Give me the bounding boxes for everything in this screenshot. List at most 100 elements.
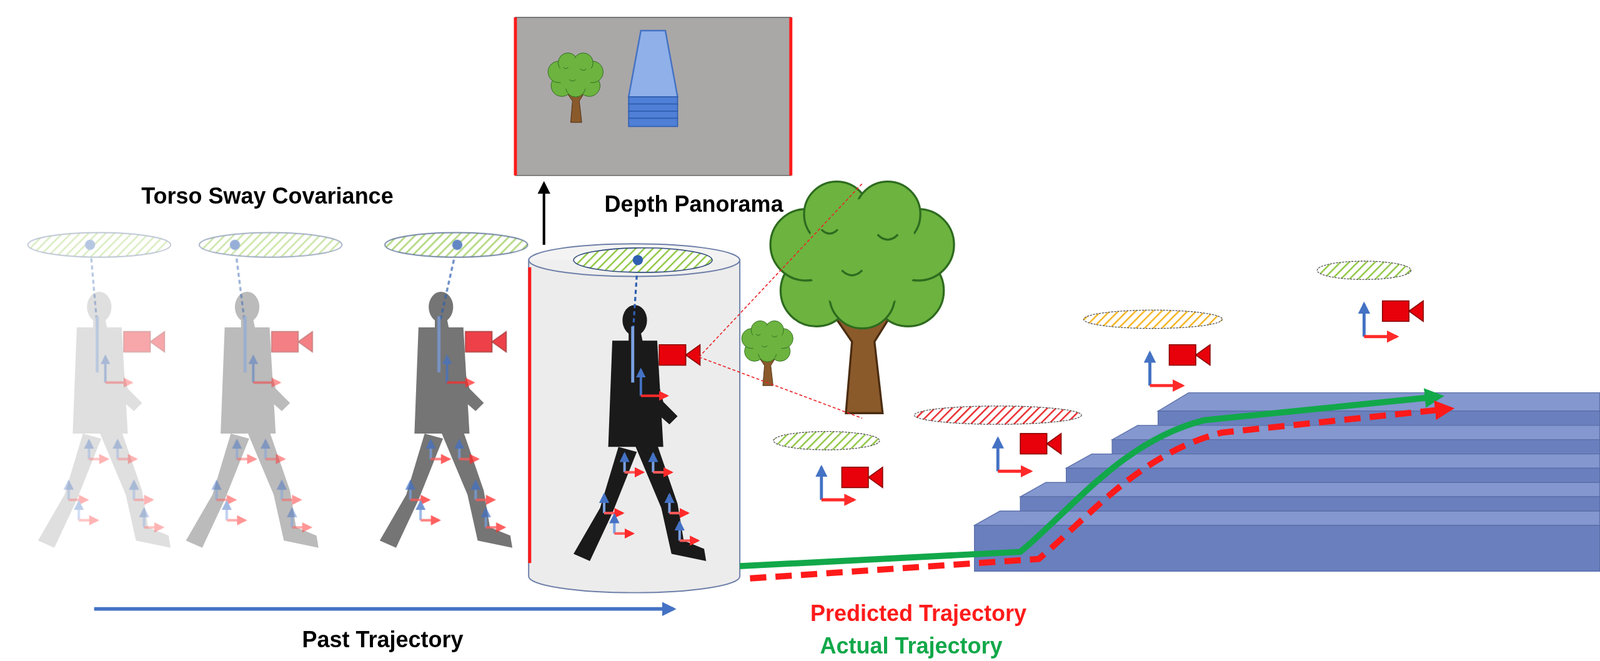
axis-label: Past Trajectory xyxy=(301,627,463,653)
big-tree xyxy=(770,181,955,414)
section-title: Torso Sway Covariance xyxy=(141,183,394,209)
use-shape xyxy=(465,331,507,353)
use-shape xyxy=(38,291,171,548)
line-shape xyxy=(243,316,247,373)
ellipse-shape xyxy=(1083,309,1223,328)
cylinder xyxy=(528,243,740,593)
use-shape xyxy=(659,344,700,366)
use-shape xyxy=(997,438,1031,472)
use-shape xyxy=(68,481,87,500)
circle-shape xyxy=(229,239,240,250)
use-shape xyxy=(123,331,165,353)
use-shape xyxy=(281,481,300,500)
use-shape xyxy=(486,509,505,528)
use-shape xyxy=(821,467,855,500)
use-shape xyxy=(1363,304,1397,337)
use-shape xyxy=(271,331,313,353)
depth-panorama-image xyxy=(515,17,791,176)
line-shape xyxy=(234,244,245,327)
use-shape xyxy=(679,522,698,541)
path-shape xyxy=(528,259,740,593)
use-shape xyxy=(88,440,107,459)
trajectory-label: Predicted Trajectory xyxy=(810,601,1027,627)
use-shape xyxy=(614,515,633,534)
use-shape xyxy=(1150,352,1183,386)
use-shape xyxy=(410,481,429,500)
ellipse-shape xyxy=(528,243,740,277)
use-shape xyxy=(236,440,255,459)
g-shape xyxy=(573,248,713,542)
ellipse-shape xyxy=(199,232,343,257)
line-shape xyxy=(789,17,793,176)
use-shape xyxy=(604,494,623,513)
projection-arrow xyxy=(542,183,546,245)
ellipse-shape xyxy=(1316,261,1411,280)
circle-shape xyxy=(452,239,463,250)
use-shape xyxy=(226,501,245,520)
rect-shape xyxy=(515,17,791,176)
line-shape xyxy=(527,267,532,563)
use-shape xyxy=(78,501,97,520)
g-shape xyxy=(379,291,513,548)
g-shape xyxy=(186,291,319,548)
use-shape xyxy=(265,440,284,459)
use-shape xyxy=(105,356,132,383)
polygon-shape xyxy=(974,511,1600,526)
current-walker xyxy=(573,304,706,562)
use-shape xyxy=(1169,344,1211,366)
trajectory-label: Actual Trajectory xyxy=(819,633,1003,659)
g-shape xyxy=(628,96,678,127)
rect-shape xyxy=(628,118,678,127)
rect-shape xyxy=(628,111,678,119)
use-shape xyxy=(117,440,136,459)
ellipse-shape xyxy=(773,431,880,450)
rect-shape xyxy=(628,96,678,104)
line-shape xyxy=(95,316,99,373)
use-shape xyxy=(430,440,449,459)
g-shape xyxy=(199,232,343,528)
use-shape xyxy=(475,481,494,500)
use-shape xyxy=(186,291,319,548)
use-shape xyxy=(379,291,513,548)
ellipse-shape xyxy=(384,232,528,257)
walker-sensors xyxy=(28,232,713,541)
use-shape xyxy=(841,467,883,488)
past-walkers xyxy=(38,291,513,548)
section-title: Depth Panorama xyxy=(604,191,784,217)
use-shape xyxy=(1020,433,1061,455)
circle-shape xyxy=(632,254,643,265)
future-poses xyxy=(773,261,1424,500)
g-shape xyxy=(28,232,172,528)
use-shape xyxy=(640,369,668,397)
use-shape xyxy=(1382,301,1424,322)
use-shape xyxy=(573,304,706,562)
g-shape xyxy=(38,291,171,548)
ellipse-shape xyxy=(914,406,1082,425)
use-shape xyxy=(420,501,439,520)
ellipse-shape xyxy=(573,248,713,273)
view-ray xyxy=(699,356,863,418)
past-trajectory-arrow xyxy=(94,607,674,612)
use-shape xyxy=(291,509,310,528)
use-shape xyxy=(133,481,152,500)
use-shape xyxy=(459,440,478,459)
ellipse-shape xyxy=(28,232,172,257)
use-shape xyxy=(144,509,163,528)
use-shape xyxy=(547,53,603,123)
line-shape xyxy=(437,316,441,373)
use-shape xyxy=(253,356,280,383)
circle-shape xyxy=(84,239,95,250)
path-shape xyxy=(628,30,678,97)
use-shape xyxy=(669,494,688,513)
line-shape xyxy=(514,17,518,176)
use-shape xyxy=(447,356,474,383)
predicted-trajectory xyxy=(749,409,1447,579)
rect-shape xyxy=(628,104,678,112)
polygon-shape xyxy=(1066,454,1600,469)
use-shape xyxy=(216,481,235,500)
use-shape xyxy=(624,454,643,473)
use-shape xyxy=(652,454,671,473)
